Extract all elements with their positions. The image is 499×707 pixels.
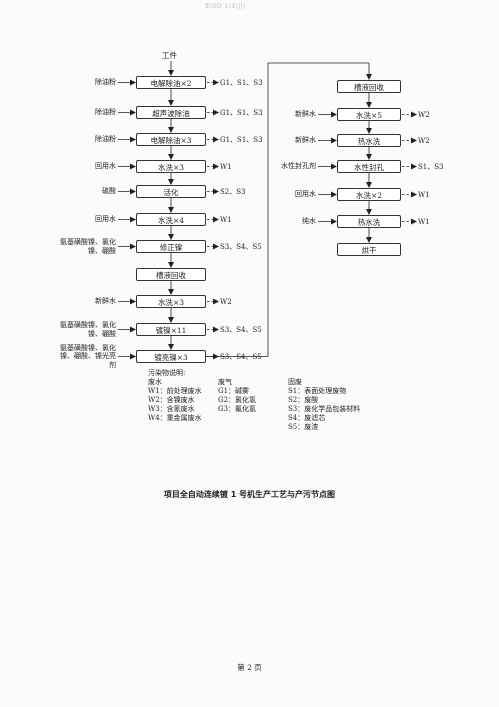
right-pollutant-output: W1 [418,190,430,199]
legend-solid: 固废 S1：表面处理废物 S2：废酸 S3：废化学品包装材料 S4：废滤芯 S5… [288,378,360,432]
left-input-label: 回用水 [95,215,116,224]
left-input-label: 除油粉 [95,78,116,87]
legend-gas-item: G1：碱雾 [218,387,250,395]
left-pollutant-output: S3、S4、S5 [220,242,262,251]
right-pollutant-output: W2 [418,136,430,145]
legend-solid-item: S3：废化学品包装材料 [288,405,361,413]
left-input-label: 硫酸 [102,187,116,196]
left-process-step: 水洗×3 [136,295,206,308]
page-number: 第 2 页 [237,663,262,672]
left-process-step: 镀镍×11 [136,323,206,336]
left-process-step: 电解除油×2 [136,76,206,89]
right-process-step: 水性封孔 [337,160,401,173]
legend-solid-item: S4：废滤芯 [288,414,326,422]
legend-water-item: W1：前处理废水 [148,387,202,395]
right-process-step: 热水洗 [337,215,401,228]
legend-water-heading: 废水 [148,378,162,386]
right-process-step: 热水洗 [337,134,401,147]
left-process-step: 活化 [136,185,206,198]
right-input-label: 新鲜水 [295,136,316,145]
left-input-label: 除油粉 [95,108,116,117]
left-pollutant-output: S3、S4、S5 [220,352,262,361]
left-process-step: 槽液回收 [136,268,206,281]
left-pollutant-output: W1 [220,215,232,224]
legend-solid-heading: 固废 [288,378,302,386]
legend-solid-item: S1：表面处理废物 [288,387,347,395]
left-process-step: 水洗×4 [136,213,206,226]
legend-water-item: W2：含镍废水 [148,396,195,404]
left-process-step: 电解除油×3 [136,133,206,146]
legend-water: 废水 W1：前处理废水 W2：含镍废水 W3：含氰废水 W4：重金属废水 [148,378,202,423]
left-process-step: 修正镍 [136,240,206,253]
right-input-label: 新鲜水 [295,110,316,119]
legend-gas-heading: 废气 [218,378,232,386]
legend-gas-item: G3：氟化氢 [218,405,257,413]
left-pollutant-output: S2、S3 [220,187,246,196]
left-process-step: 超声波除油 [136,106,206,119]
right-process-step: 水洗×5 [337,108,401,121]
left-pollutant-output: G1、S1、S3 [220,78,263,87]
legend-title: 污染物说明: [148,369,186,377]
legend-solid-item: S2：废酸 [288,396,319,404]
right-process-step: 槽液回收 [337,80,401,93]
left-input-label: 氨基磺酸镍、氯化镍、硼酸、镍光亮剂 [60,343,116,369]
left-pollutant-output: W1 [220,162,232,171]
right-process-step: 烘干 [337,243,401,256]
legend-water-item: W3：含氰废水 [148,405,195,413]
left-pollutant-output: G1、S1、S3 [220,135,263,144]
right-process-step: 水洗×2 [337,188,401,201]
left-input-label: 氨基磺酸镍、氯化镍、硼酸 [60,321,116,338]
left-input-label: 除油粉 [95,135,116,144]
right-input-label: 回用水 [295,190,316,199]
left-pollutant-output: S3、S4、S5 [220,325,262,334]
left-input-label: 回用水 [95,162,116,171]
right-pollutant-output: W2 [418,110,430,119]
right-pollutant-output: W1 [418,217,430,226]
left-process-step: 水洗×3 [136,160,206,173]
legend-solid-item: S5：废渣 [288,423,319,431]
right-input-label: 纯水 [302,217,316,226]
right-pollutant-output: S1、S3 [418,162,444,171]
left-process-step: 镀亮镍×3 [136,350,206,363]
right-input-label: 水性封孔剂 [281,162,316,171]
legend-gas-item: G2：氯化氢 [218,396,257,404]
scan-mark: Ⅱ\SO 1/4|||\ [205,3,246,10]
left-input-label: 新鲜水 [95,297,116,306]
start-label: 工件 [162,51,177,60]
left-input-label: 氨基磺酸镍、氯化镍、硼酸 [60,238,116,255]
left-pollutant-output: G1、S1、S3 [220,108,263,117]
legend-water-item: W4：重金属废水 [148,414,202,422]
legend-gas: 废气 G1：碱雾 G2：氯化氢 G3：氟化氢 [218,378,256,414]
figure-caption: 项目全自动连续镀 1 号机生产工艺与产污节点图 [163,490,336,499]
left-pollutant-output: W2 [220,297,232,306]
